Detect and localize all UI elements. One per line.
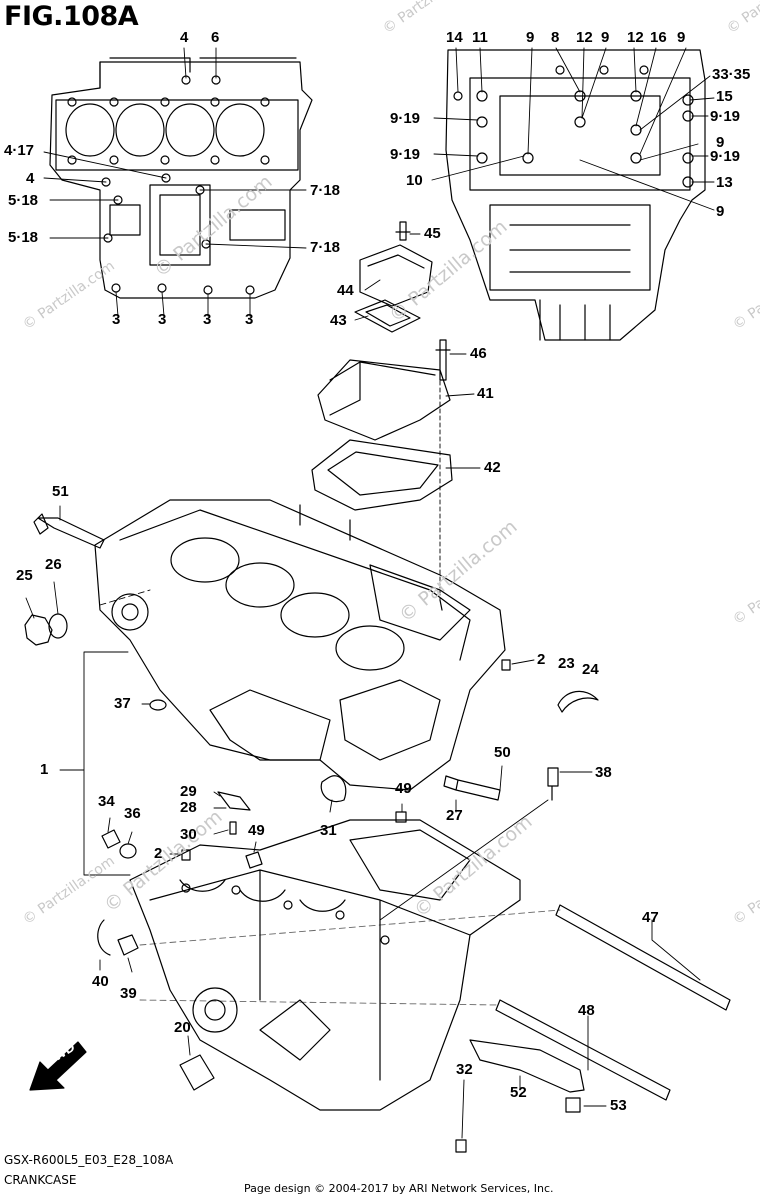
- callout-label[interactable]: 49: [395, 780, 412, 797]
- callout-label[interactable]: 34: [98, 793, 115, 810]
- callout-label[interactable]: 43: [330, 312, 347, 329]
- callout-label[interactable]: 4·17: [4, 142, 35, 159]
- breather-cover-assembly: [311, 221, 453, 511]
- callout-label[interactable]: 11: [472, 29, 488, 46]
- callout-label[interactable]: 8: [551, 29, 560, 46]
- callout-label[interactable]: 50: [494, 744, 511, 761]
- callout-label[interactable]: 47: [642, 909, 659, 926]
- callout-label[interactable]: 33·35: [712, 66, 751, 83]
- callout-label[interactable]: 36: [124, 805, 141, 822]
- callout-label[interactable]: 40: [92, 973, 109, 990]
- callout-label[interactable]: 49: [248, 822, 265, 839]
- callout-label[interactable]: 4: [26, 170, 35, 187]
- callout-label[interactable]: 9: [716, 134, 725, 151]
- callout-label[interactable]: 9: [526, 29, 535, 46]
- copyright-notice: Page design © 2004-2017 by ARI Network S…: [244, 1182, 554, 1195]
- model-code: GSX-R600L5_E03_E28_108A: [4, 1153, 174, 1167]
- callout-label[interactable]: 20: [174, 1019, 191, 1036]
- callout-label[interactable]: 45: [424, 225, 441, 242]
- crankcase-bottom-view: [445, 49, 706, 341]
- callout-label[interactable]: 26: [45, 556, 62, 573]
- callout-label[interactable]: 6: [211, 29, 220, 46]
- callout-label[interactable]: 9·19: [390, 110, 421, 127]
- callout-label[interactable]: 12: [576, 29, 593, 46]
- callout-label[interactable]: 3: [203, 311, 212, 328]
- callout-label[interactable]: 52: [510, 1084, 527, 1101]
- fwd-arrow-icon: [29, 1041, 87, 1091]
- callout-label[interactable]: 5·18: [8, 192, 39, 209]
- section-name: CRANKCASE: [4, 1173, 77, 1187]
- callout-label[interactable]: 14: [446, 29, 463, 46]
- callout-label[interactable]: 10: [406, 172, 423, 189]
- callout-label[interactable]: 23: [558, 655, 575, 672]
- callout-label[interactable]: 9: [601, 29, 610, 46]
- callout-label[interactable]: 28: [180, 799, 197, 816]
- callout-label[interactable]: 41: [477, 385, 494, 402]
- callout-label[interactable]: 7·18: [310, 239, 341, 256]
- callout-label[interactable]: 44: [337, 282, 354, 299]
- callout-label[interactable]: 4: [180, 29, 189, 46]
- callout-label[interactable]: 48: [578, 1002, 595, 1019]
- crankcase-top-view: [49, 57, 313, 299]
- lower-crankcase: [129, 819, 521, 1111]
- leader-lines: [25, 47, 715, 1139]
- callout-label[interactable]: 13: [716, 174, 733, 191]
- callout-label[interactable]: 30: [180, 826, 197, 843]
- callout-label[interactable]: 9·19: [710, 108, 741, 125]
- callout-label[interactable]: 25: [16, 567, 33, 584]
- callout-label[interactable]: 42: [484, 459, 501, 476]
- upper-crankcase: [94, 499, 506, 791]
- callout-label[interactable]: 39: [120, 985, 137, 1002]
- callout-label[interactable]: 3: [158, 311, 167, 328]
- callout-label[interactable]: 24: [582, 661, 599, 678]
- callout-label[interactable]: 2: [154, 845, 163, 862]
- callout-label[interactable]: 9: [716, 203, 725, 220]
- small-parts: [24, 513, 731, 1153]
- callout-label[interactable]: 27: [446, 807, 463, 824]
- callout-label[interactable]: 3: [112, 311, 121, 328]
- callout-label[interactable]: 29: [180, 783, 197, 800]
- callout-label[interactable]: 12: [627, 29, 644, 46]
- callout-label[interactable]: 9: [677, 29, 686, 46]
- callout-label[interactable]: 5·18: [8, 229, 39, 246]
- callout-label[interactable]: 32: [456, 1061, 473, 1078]
- callout-label[interactable]: 7·18: [310, 182, 341, 199]
- callout-label[interactable]: 37: [114, 695, 131, 712]
- callout-label[interactable]: 1: [40, 761, 49, 778]
- callout-label[interactable]: 3: [245, 311, 254, 328]
- callout-label[interactable]: 38: [595, 764, 612, 781]
- callout-label[interactable]: 46: [470, 345, 487, 362]
- callout-label[interactable]: 16: [650, 29, 667, 46]
- callout-label[interactable]: 31: [320, 822, 337, 839]
- callout-label[interactable]: 9·19: [710, 148, 741, 165]
- figure-title: FIG.108A: [4, 1, 139, 32]
- callout-label[interactable]: 51: [52, 483, 69, 500]
- callout-label[interactable]: 15: [716, 88, 733, 105]
- callout-label[interactable]: 9·19: [390, 146, 421, 163]
- callout-label[interactable]: 53: [610, 1097, 627, 1114]
- callout-label[interactable]: 2: [537, 651, 546, 668]
